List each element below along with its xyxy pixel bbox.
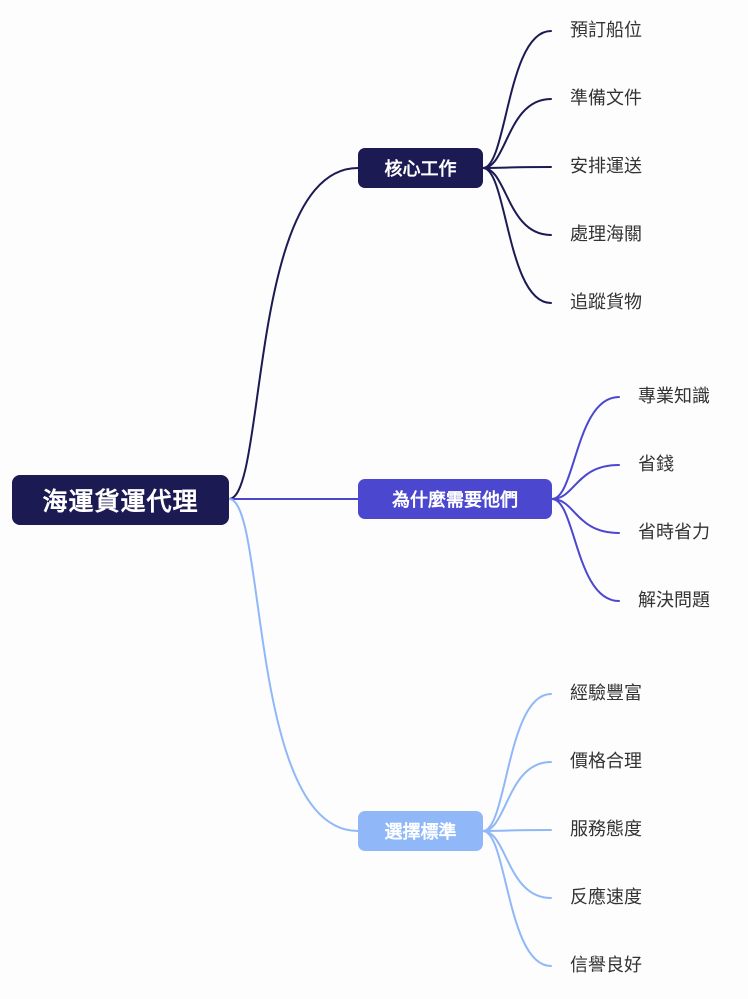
branch-to-leaf-connector bbox=[482, 829, 552, 832]
leaf-prepare-docs[interactable]: 準備文件 bbox=[570, 88, 642, 109]
branch-to-leaf-connector bbox=[482, 830, 552, 899]
leaf-connectors bbox=[482, 30, 620, 967]
branch-to-leaf-connector bbox=[551, 498, 620, 602]
branch-to-leaf-connector bbox=[551, 396, 620, 500]
branch-to-leaf-connector bbox=[482, 167, 552, 304]
leaf-expertise[interactable]: 專業知識 bbox=[638, 386, 710, 407]
leaf-track-cargo[interactable]: 追蹤貨物 bbox=[570, 292, 642, 313]
root-topic[interactable]: 海運貨運代理 bbox=[12, 475, 229, 525]
branch-to-leaf-connector bbox=[551, 498, 620, 534]
branch-selection-criteria[interactable]: 選擇標準 bbox=[358, 811, 483, 851]
leaf-experience[interactable]: 經驗豐富 bbox=[570, 683, 642, 704]
leaf-reputation[interactable]: 信譽良好 bbox=[570, 955, 642, 976]
branch-to-leaf-connector bbox=[482, 30, 552, 169]
root-connectors bbox=[228, 167, 359, 832]
branch-core-work[interactable]: 核心工作 bbox=[358, 148, 483, 188]
root-to-branch-connector bbox=[228, 167, 359, 500]
branch-to-leaf-connector bbox=[482, 761, 552, 832]
leaf-service-attitude[interactable]: 服務態度 bbox=[570, 819, 642, 840]
branch-to-leaf-connector bbox=[482, 167, 552, 236]
leaf-handle-customs[interactable]: 處理海關 bbox=[570, 224, 642, 245]
branch-to-leaf-connector bbox=[482, 693, 552, 832]
leaf-response-speed[interactable]: 反應速度 bbox=[570, 887, 642, 908]
branch-to-leaf-connector bbox=[482, 830, 552, 967]
leaf-reasonable-price[interactable]: 價格合理 bbox=[570, 751, 642, 772]
branch-to-leaf-connector bbox=[551, 464, 620, 500]
branch-to-leaf-connector bbox=[482, 98, 552, 169]
branch-to-leaf-connector bbox=[482, 166, 552, 169]
leaf-arrange-transport[interactable]: 安排運送 bbox=[570, 156, 642, 177]
root-to-branch-connector bbox=[228, 498, 359, 832]
leaf-save-time[interactable]: 省時省力 bbox=[638, 522, 710, 543]
branch-why-needed[interactable]: 為什麼需要他們 bbox=[358, 479, 552, 519]
leaf-save-money[interactable]: 省錢 bbox=[638, 454, 674, 475]
leaf-solve-problems[interactable]: 解決問題 bbox=[638, 590, 710, 611]
leaf-book-space[interactable]: 預訂船位 bbox=[570, 20, 642, 41]
